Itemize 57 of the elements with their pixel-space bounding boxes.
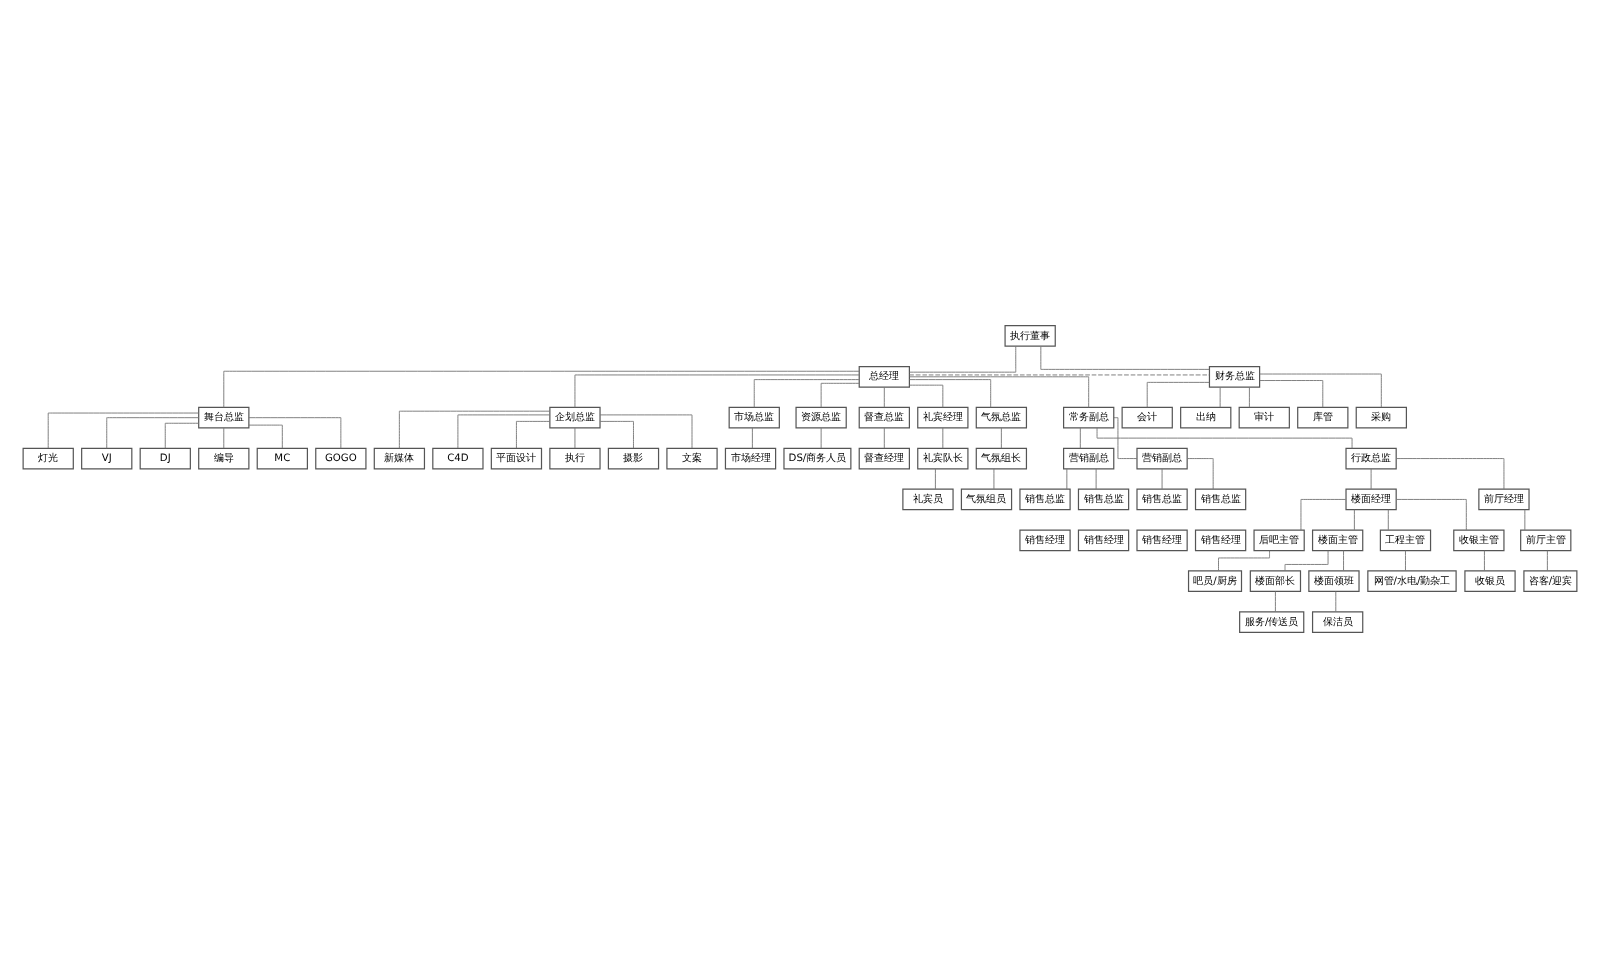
connector bbox=[1218, 550, 1270, 572]
connector bbox=[909, 376, 1090, 408]
connector bbox=[248, 417, 342, 449]
connector bbox=[753, 379, 860, 408]
connector bbox=[1405, 550, 1406, 572]
connector bbox=[1300, 498, 1347, 531]
connector bbox=[820, 427, 822, 449]
connector bbox=[1274, 591, 1276, 613]
connector bbox=[1066, 468, 1068, 490]
connector bbox=[1259, 380, 1324, 408]
connector bbox=[515, 420, 551, 449]
connector bbox=[751, 427, 753, 449]
connector bbox=[993, 468, 995, 490]
connector bbox=[1353, 509, 1355, 531]
connector bbox=[1343, 550, 1344, 572]
connector bbox=[1040, 346, 1210, 370]
connector bbox=[1096, 427, 1353, 449]
connector bbox=[47, 412, 200, 449]
connector bbox=[820, 382, 860, 408]
connector bbox=[883, 427, 885, 449]
connector bbox=[574, 427, 576, 449]
connector bbox=[942, 427, 944, 449]
connector bbox=[1161, 468, 1163, 490]
connector bbox=[248, 424, 283, 449]
connector bbox=[1095, 468, 1097, 490]
connector bbox=[599, 414, 693, 449]
connector bbox=[1335, 591, 1337, 613]
connector bbox=[1395, 498, 1467, 531]
connector bbox=[1546, 550, 1548, 572]
connector bbox=[909, 379, 992, 408]
connector bbox=[599, 420, 634, 449]
connector bbox=[223, 427, 225, 449]
connector bbox=[1483, 550, 1485, 572]
connector bbox=[1387, 509, 1389, 531]
connector bbox=[1219, 386, 1221, 408]
connector bbox=[1524, 509, 1526, 531]
connector bbox=[223, 370, 860, 408]
connector bbox=[934, 468, 936, 490]
connector bbox=[1000, 427, 1002, 449]
connector bbox=[1259, 373, 1382, 408]
connector bbox=[1284, 550, 1329, 572]
connector bbox=[457, 414, 551, 449]
connector bbox=[1370, 468, 1372, 490]
connector bbox=[1186, 458, 1214, 490]
connector bbox=[1395, 458, 1505, 490]
connector bbox=[1248, 386, 1250, 408]
connector bbox=[1146, 381, 1210, 408]
connector bbox=[1079, 427, 1081, 449]
connector bbox=[883, 386, 885, 408]
connector bbox=[106, 417, 200, 449]
connector bbox=[1113, 417, 1138, 460]
connector bbox=[398, 410, 551, 449]
connector bbox=[164, 422, 200, 449]
connector bbox=[909, 384, 944, 408]
connector bbox=[909, 345, 1017, 373]
connector bbox=[909, 374, 1210, 376]
connector bbox=[574, 374, 860, 408]
